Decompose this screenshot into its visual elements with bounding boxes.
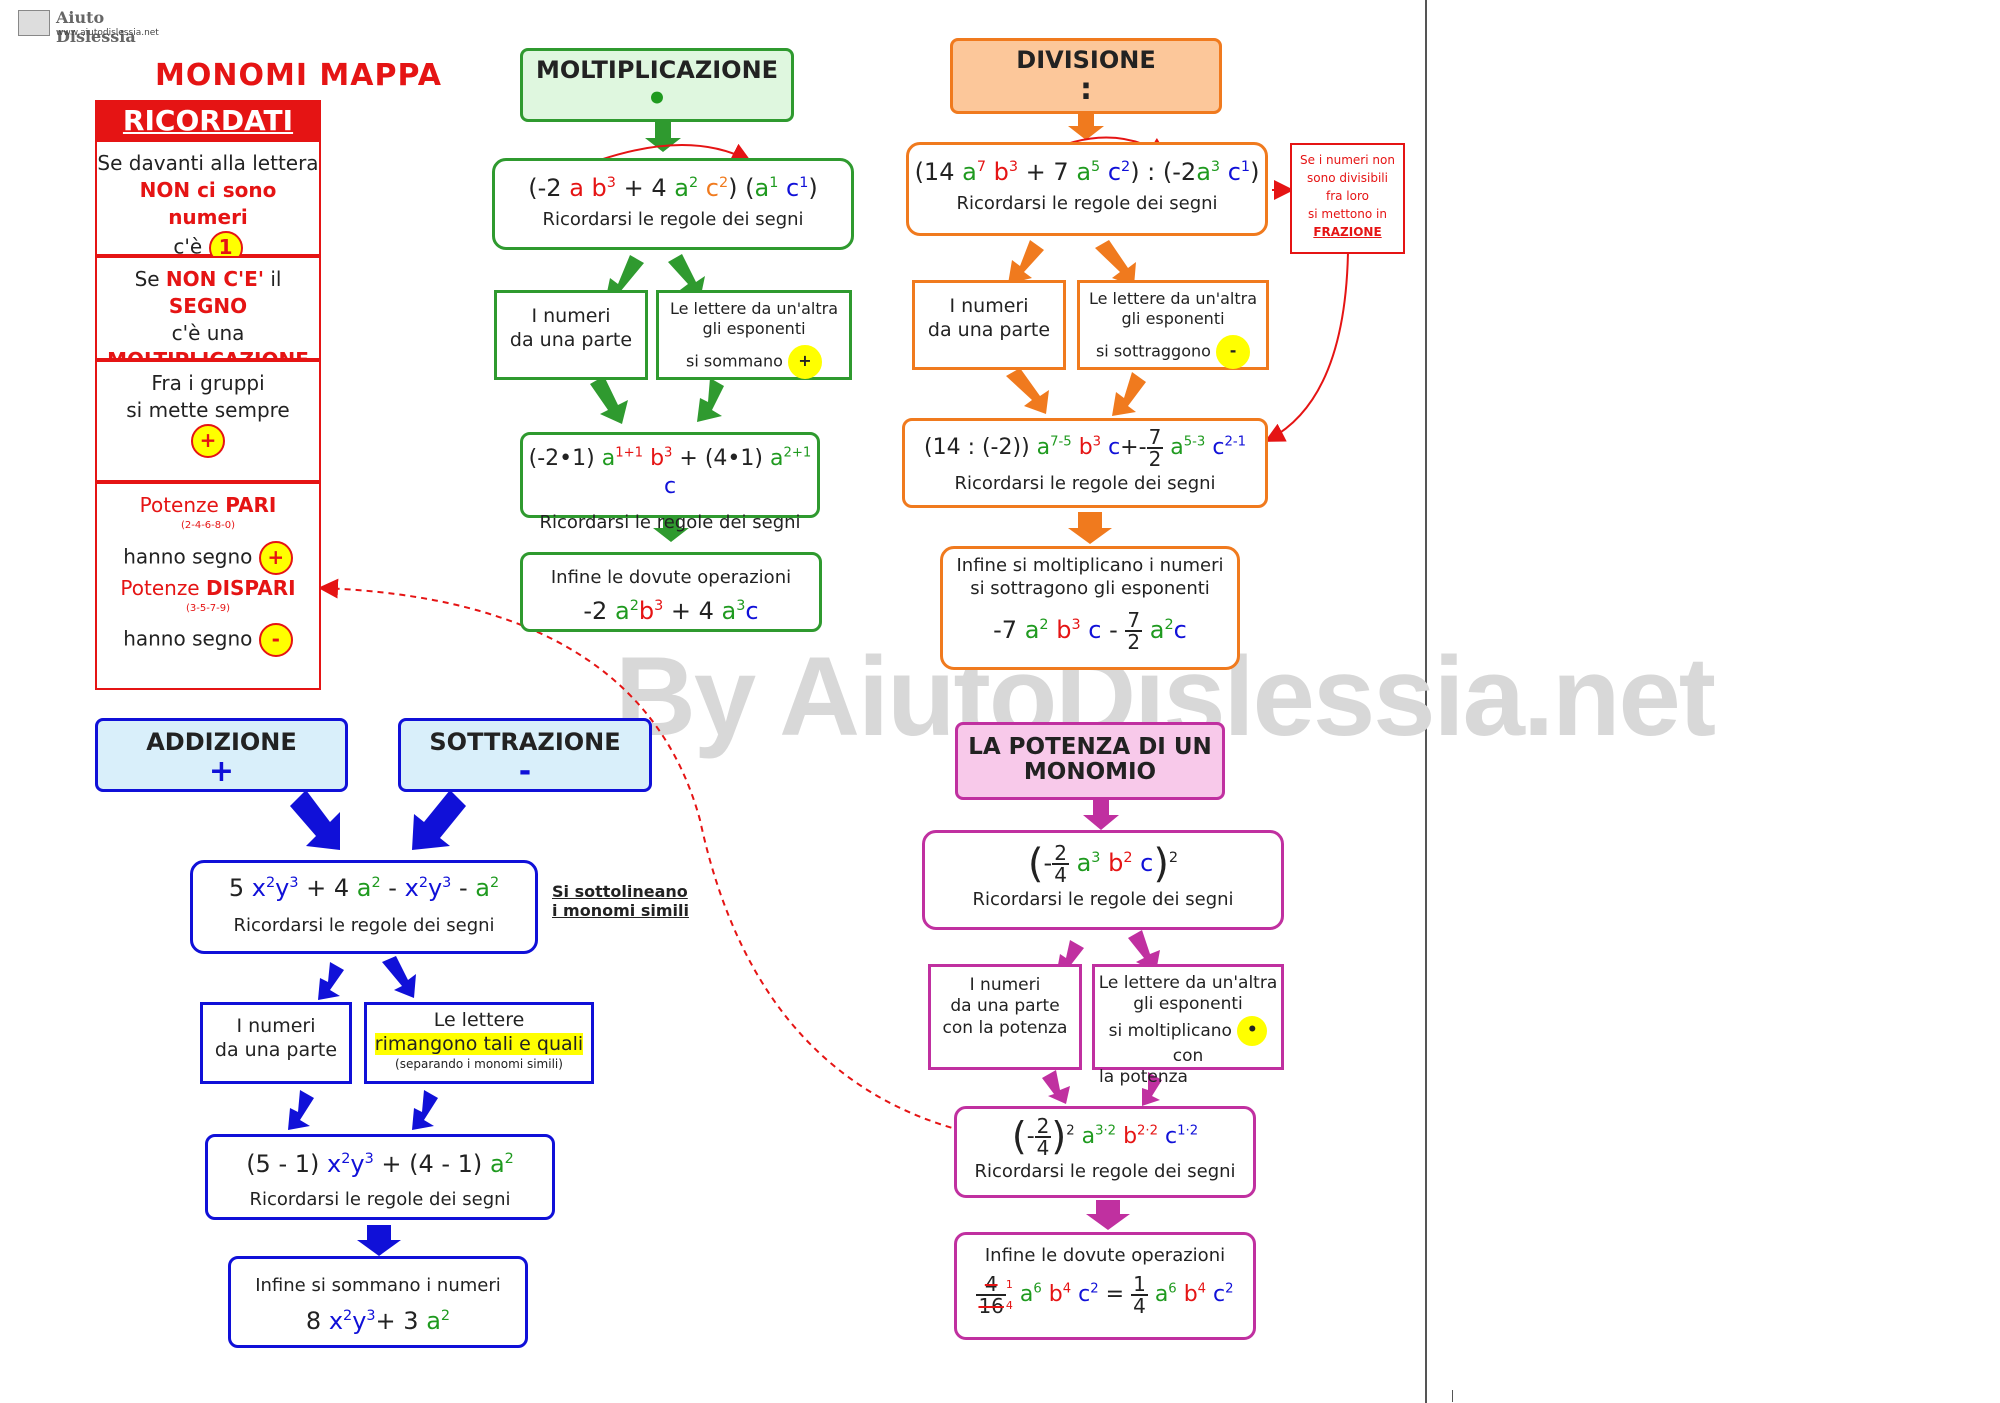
- as-numeri-box: I numeri da una parte: [200, 1002, 352, 1084]
- molt-step2-formula: (-2•1) a1+1 b3 + (4•1) a2+1 c: [528, 445, 812, 499]
- molt-rule: Ricordarsi le regole dei segni: [542, 209, 804, 230]
- logo: Aiuto Dislessia www.aiutodislessia.net: [18, 6, 178, 46]
- as-final-box: Infine si sommano i numeri 8 x2y3+ 3 a2: [228, 1256, 528, 1348]
- molt-header: MOLTIPLICAZIONE •: [520, 48, 794, 122]
- page-title: MONOMI MAPPA: [155, 58, 442, 93]
- pot-lettere-box: Le lettere da un'altra gli esponenti si …: [1092, 964, 1284, 1087]
- as-simili-note: Si sottolineano i monomi simili: [552, 882, 689, 921]
- div-lettere-box: Le lettere da un'altra gli esponenti si …: [1077, 280, 1269, 370]
- molt-numeri-box: I numeri da una parte: [494, 290, 648, 380]
- logo-book-icon: [18, 10, 50, 36]
- ricordati-rule-3: Fra i gruppi si mette sempre +: [95, 360, 321, 482]
- as-formula: 5 x2y3 + 4 a2 - x2y3 - a2: [228, 874, 500, 902]
- minus-badge: -: [1216, 335, 1251, 369]
- div-final-box: Infine si moltiplicano i numeri si sottr…: [940, 546, 1240, 670]
- molt-formula: (-2 a b3 + 4 a2 c2) (a1 c1): [528, 174, 818, 202]
- as-step2-box: (5 - 1) x2y3 + (4 - 1) a2 Ricordarsi le …: [205, 1134, 555, 1220]
- add-header: ADDIZIONE +: [95, 718, 348, 792]
- logo-title: Aiuto Dislessia: [56, 8, 136, 46]
- molt-step2-box: (-2•1) a1+1 b3 + (4•1) a2+1 c Ricordarsi…: [520, 432, 820, 533]
- div-formula-box: (14 a7 b3 + 7 a5 c2) : (-2a3 c1) Ricorda…: [906, 142, 1268, 236]
- molt-final-box: Infine le dovute operazioni -2 a2b3 + 4 …: [520, 552, 822, 632]
- molt-final-formula: -2 a2b3 + 4 a3c: [583, 596, 759, 625]
- plus-badge: +: [258, 540, 293, 575]
- plus-badge: +: [788, 345, 822, 379]
- molt-formula-box: (-2 a b3 + 4 a2 c2) (a1 c1) Ricordarsi l…: [492, 158, 854, 250]
- ricordati-rule-2: Se NON C'E' il SEGNO c'è una MOLTIPLICAZ…: [95, 256, 321, 372]
- page-divider-tick: [1452, 1390, 1453, 1402]
- ricordati-header: RICORDATI: [95, 100, 321, 140]
- div-header: DIVISIONE :: [950, 38, 1222, 114]
- ricordati-rule-1: Se davanti alla lettera NON ci sono nume…: [95, 140, 321, 265]
- dot-badge: •: [1237, 1015, 1268, 1046]
- as-step2-formula: (5 - 1) x2y3 + (4 - 1) a2: [246, 1150, 514, 1178]
- minus-badge: -: [258, 623, 293, 657]
- pot-header: LA POTENZA DI UN MONOMIO: [955, 722, 1225, 800]
- as-lettere-box: Le lettere rimangono tali e quali (separ…: [364, 1002, 594, 1084]
- sot-header: SOTTRAZIONE -: [398, 718, 652, 792]
- logo-url: www.aiutodislessia.net: [56, 28, 159, 38]
- dashed-link: [318, 578, 1006, 1141]
- div-numeri-box: I numeri da una parte: [912, 280, 1066, 370]
- as-final-formula: 8 x2y3+ 3 a2: [305, 1306, 451, 1335]
- orange-arrows: [1006, 112, 1146, 544]
- page-divider: [1425, 0, 1427, 1403]
- ricordati-rule-4: Potenze PARI (2-4-6-8-0) hanno segno + P…: [95, 482, 321, 690]
- div-formula: (14 a7 b3 + 7 a5 c2) : (-2a3 c1): [914, 158, 1260, 186]
- pot-numeri-box: I numeri da una parte con la potenza: [928, 964, 1082, 1070]
- as-formula-box: 5 x2y3 + 4 a2 - x2y3 - a2 Ricordarsi le …: [190, 860, 538, 954]
- plus-badge: +: [191, 424, 225, 458]
- blue-arrows: [288, 790, 466, 1256]
- molt-lettere-box: Le lettere da un'altra gli esponenti si …: [656, 290, 852, 380]
- div-frazione-note: Se i numeri non sono divisibili fra loro…: [1290, 143, 1405, 254]
